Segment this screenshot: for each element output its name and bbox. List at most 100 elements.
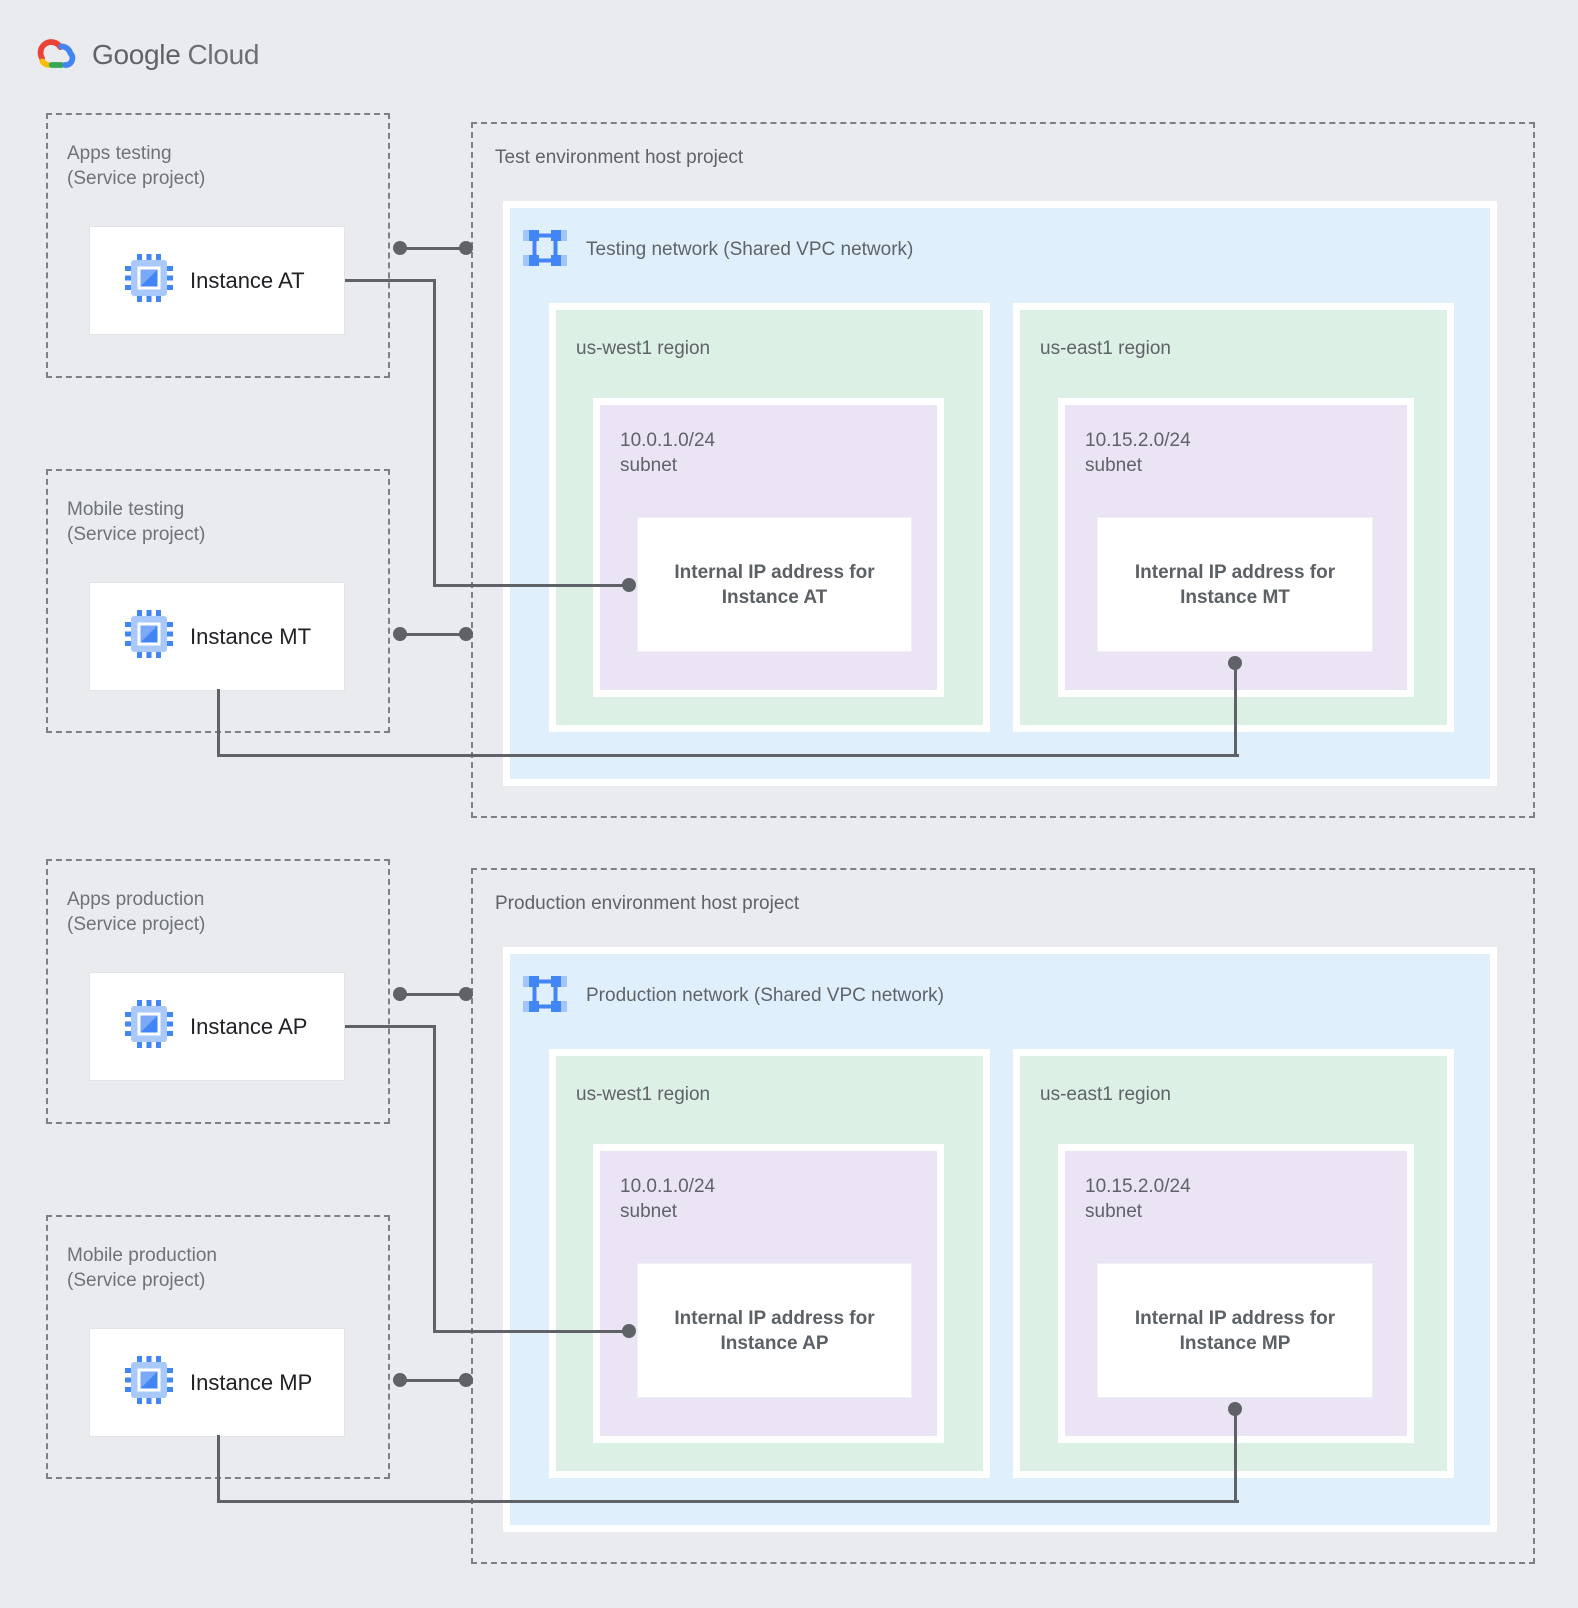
- connector-line: [345, 1025, 436, 1028]
- host-project-title: Test environment host project: [495, 147, 744, 168]
- instance-card: Instance MT: [89, 582, 345, 691]
- connector-dot: [393, 627, 407, 641]
- service-project-kind: (Service project): [67, 168, 206, 189]
- instance-label: Instance MP: [190, 1369, 313, 1395]
- connector-line: [400, 247, 466, 250]
- service-project-label: Mobile testing (Service project): [67, 497, 388, 547]
- connector-line: [217, 1435, 220, 1503]
- compute-instance-icon: [123, 1354, 175, 1411]
- subnet-box: 10.15.2.0/24 subnet Internal IP address …: [1065, 1151, 1407, 1436]
- connector-dot: [622, 1324, 636, 1338]
- subnet-cidr: 10.15.2.0/24: [1085, 1176, 1191, 1197]
- region-label: us-west1 region: [576, 1084, 711, 1105]
- connector-line: [433, 279, 436, 587]
- internal-ip-label: Internal IP address for Instance MP: [1134, 1307, 1336, 1354]
- connector-line: [217, 689, 220, 757]
- service-project-label: Mobile production (Service project): [67, 1243, 388, 1293]
- service-project-kind: (Service project): [67, 914, 206, 935]
- subnet-label: 10.0.1.0/24 subnet: [620, 428, 937, 478]
- subnet-label: 10.15.2.0/24 subnet: [1085, 1174, 1407, 1224]
- service-project-name: Mobile production: [67, 1245, 217, 1266]
- connector-dot: [1228, 656, 1242, 670]
- connector-dot: [459, 627, 473, 641]
- service-project-label: Apps production (Service project): [67, 887, 388, 937]
- region-box-us-east1: us-east1 region 10.15.2.0/24 subnet Inte…: [1020, 1056, 1447, 1471]
- instance-card: Instance MP: [89, 1328, 345, 1437]
- subnet-cidr: 10.15.2.0/24: [1085, 430, 1191, 451]
- region-label: us-east1 region: [1040, 338, 1171, 359]
- host-project-box: Production environment host project: [471, 868, 1535, 1564]
- subnet-cidr: 10.0.1.0/24: [620, 1176, 716, 1197]
- vpc-network-label: Testing network (Shared VPC network): [586, 239, 914, 260]
- internal-ip-box: Internal IP address for Instance MT: [1097, 517, 1373, 652]
- shared-vpc-network-box: Testing network (Shared VPC network) us-…: [510, 208, 1490, 779]
- region-box-us-east1: us-east1 region 10.15.2.0/24 subnet Inte…: [1020, 310, 1447, 725]
- shared-vpc-network-box: Production network (Shared VPC network) …: [510, 954, 1490, 1525]
- connector-dot: [393, 1373, 407, 1387]
- host-project-title: Production environment host project: [495, 893, 800, 914]
- connector-dot: [1228, 1402, 1242, 1416]
- production-environment-section: Production environment host project Prod…: [0, 746, 1578, 1564]
- connector-line: [433, 1330, 626, 1333]
- logo-brand: Google: [92, 39, 181, 70]
- connector-line: [433, 584, 626, 587]
- internal-ip-label: Internal IP address for Instance AT: [674, 561, 875, 608]
- internal-ip-box: Internal IP address for Instance AT: [637, 517, 912, 652]
- region-label: us-west1 region: [576, 338, 711, 359]
- connector-dot: [393, 987, 407, 1001]
- service-project-kind: (Service project): [67, 1270, 206, 1291]
- service-project-name: Mobile testing: [67, 499, 185, 520]
- service-project-label: Apps testing (Service project): [67, 141, 388, 191]
- service-project-kind: (Service project): [67, 524, 206, 545]
- vpc-network-icon: [523, 972, 567, 1021]
- host-project-box: Test environment host project: [471, 122, 1535, 818]
- vpc-network-icon: [523, 226, 567, 275]
- connector-line: [345, 279, 436, 282]
- compute-instance-icon: [123, 252, 175, 309]
- instance-card: Instance AP: [89, 972, 345, 1081]
- instance-card: Instance AT: [89, 226, 345, 335]
- subnet-word: subnet: [620, 1201, 678, 1222]
- connector-dot: [622, 578, 636, 592]
- internal-ip-label: Internal IP address for Instance AP: [674, 1307, 875, 1354]
- region-box-us-west1: us-west1 region 10.0.1.0/24 subnet Inter…: [556, 1056, 983, 1471]
- instance-label: Instance AP: [190, 1013, 308, 1039]
- subnet-box: 10.15.2.0/24 subnet Internal IP address …: [1065, 405, 1407, 690]
- subnet-word: subnet: [1085, 455, 1143, 476]
- service-project-box-apps: Apps production (Service project): [46, 859, 390, 1124]
- subnet-label: 10.0.1.0/24 subnet: [620, 1174, 937, 1224]
- logo-product: Cloud: [187, 39, 260, 70]
- connector-dot: [459, 241, 473, 255]
- vpc-network-header: Testing network (Shared VPC network): [523, 226, 913, 274]
- connector-line: [217, 1500, 1239, 1503]
- subnet-box: 10.0.1.0/24 subnet Internal IP address f…: [600, 1151, 937, 1436]
- subnet-box: 10.0.1.0/24 subnet Internal IP address f…: [600, 405, 937, 690]
- internal-ip-box: Internal IP address for Instance AP: [637, 1263, 912, 1398]
- internal-ip-label: Internal IP address for Instance MT: [1134, 561, 1336, 608]
- service-project-name: Apps production: [67, 889, 205, 910]
- instance-label: Instance AT: [190, 267, 305, 293]
- vpc-network-header: Production network (Shared VPC network): [523, 972, 944, 1020]
- instance-label: Instance MT: [190, 623, 312, 649]
- region-box-us-west1: us-west1 region 10.0.1.0/24 subnet Inter…: [556, 310, 983, 725]
- connector-dot: [459, 987, 473, 1001]
- subnet-word: subnet: [1085, 1201, 1143, 1222]
- connector-line: [400, 633, 466, 636]
- service-project-box-apps: Apps testing (Service project): [46, 113, 390, 378]
- service-project-name: Apps testing: [67, 143, 172, 164]
- test-environment-section: Test environment host project Testing ne…: [0, 0, 1578, 818]
- subnet-cidr: 10.0.1.0/24: [620, 430, 716, 451]
- connector-line: [400, 1379, 466, 1382]
- region-label: us-east1 region: [1040, 1084, 1171, 1105]
- connector-line: [1234, 1409, 1237, 1503]
- connector-dot: [459, 1373, 473, 1387]
- internal-ip-box: Internal IP address for Instance MP: [1097, 1263, 1373, 1398]
- connector-line: [400, 993, 466, 996]
- compute-instance-icon: [123, 608, 175, 665]
- subnet-word: subnet: [620, 455, 678, 476]
- connector-line: [1234, 663, 1237, 757]
- connector-line: [433, 1025, 436, 1333]
